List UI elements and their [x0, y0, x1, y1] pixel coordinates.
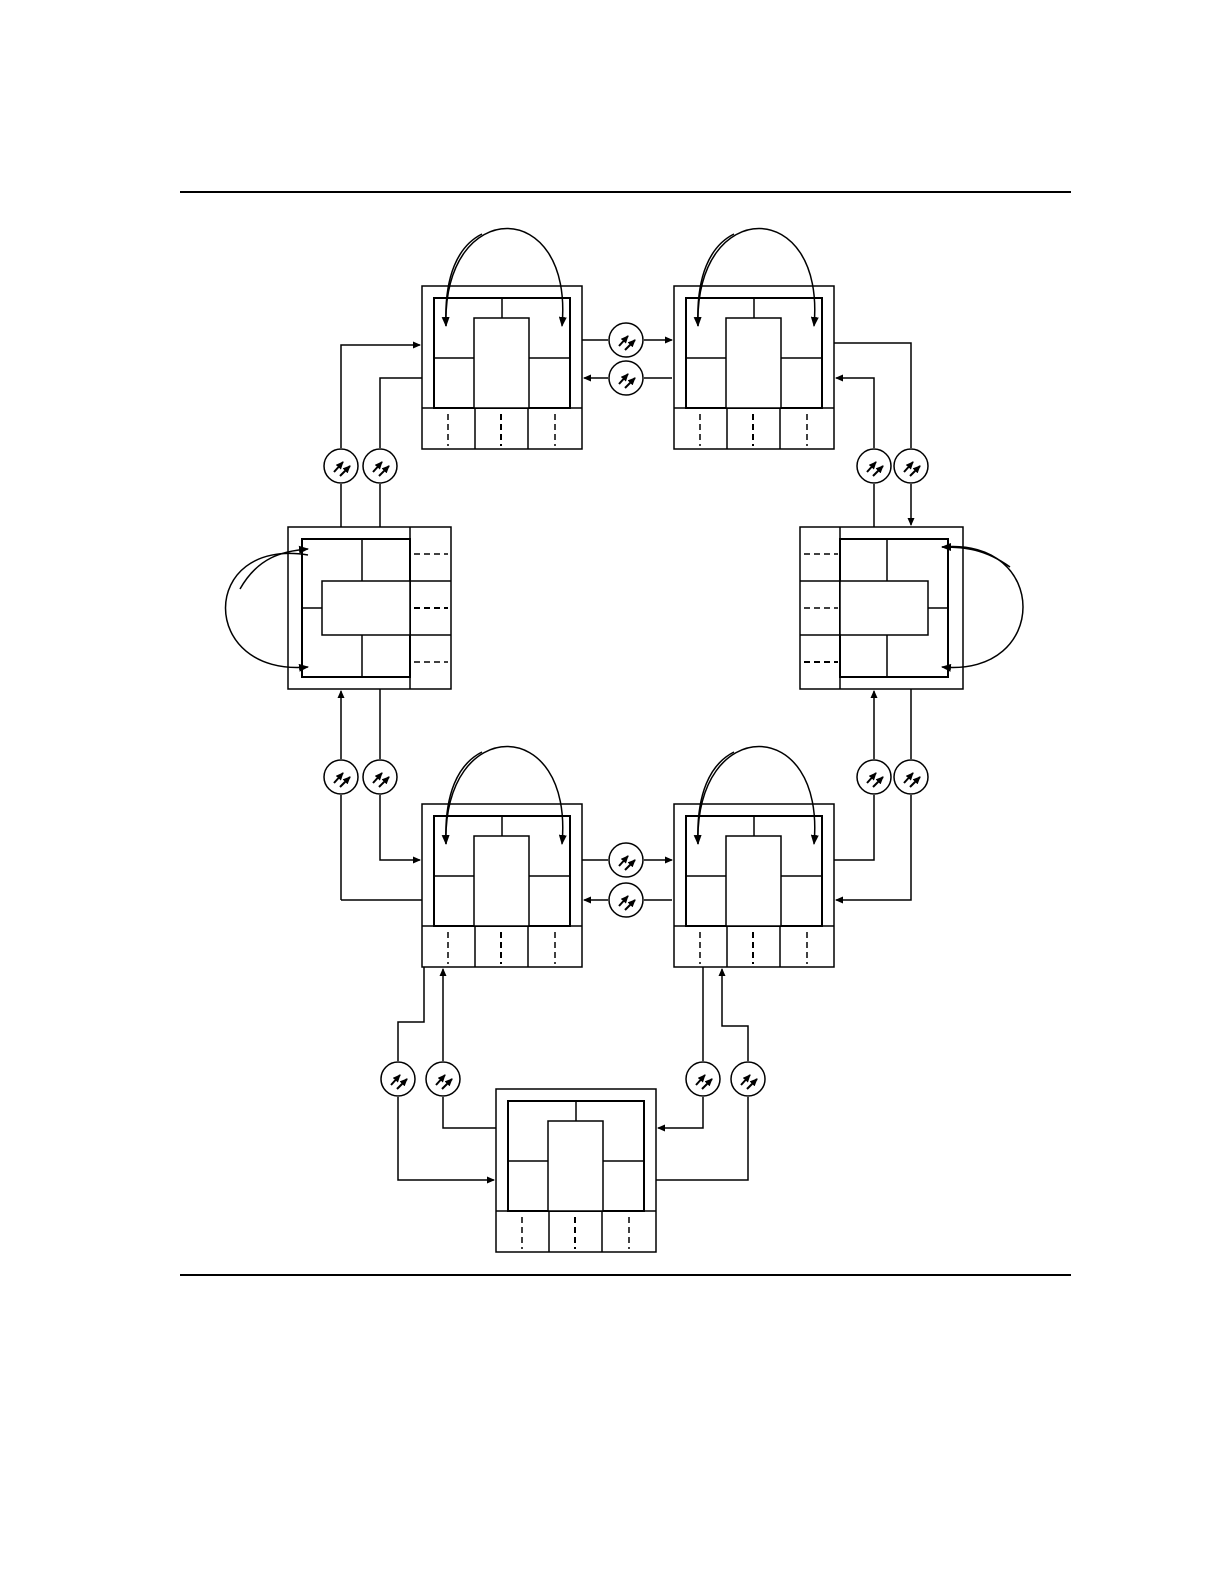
optical-amplifier-icon [381, 1062, 415, 1096]
optical-amplifier-icon [857, 760, 891, 794]
node-lower-left [422, 747, 582, 968]
links-layer [341, 340, 911, 1180]
node-middle-right [800, 527, 1023, 689]
optical-amplifier-icon [894, 760, 928, 794]
optical-amplifier-icon [363, 760, 397, 794]
optical-amplifier-icon [731, 1062, 765, 1096]
amplifiers-layer [324, 323, 928, 1096]
node-top-right [674, 229, 834, 450]
optical-amplifier-icon [324, 449, 358, 483]
optical-amplifier-icon [426, 1062, 460, 1096]
node-middle-left [226, 527, 452, 689]
optical-amplifier-icon [609, 323, 643, 357]
node-bottom [496, 1089, 656, 1252]
optical-amplifier-icon [894, 449, 928, 483]
optical-amplifier-icon [609, 361, 643, 395]
optical-amplifier-icon [609, 843, 643, 877]
optical-amplifier-icon [857, 449, 891, 483]
link-right-upper-down [834, 343, 911, 525]
link-bottom-right-down [658, 967, 703, 1128]
optical-amplifier-icon [609, 883, 643, 917]
optical-amplifier-icon [686, 1062, 720, 1096]
optical-amplifier-icon [324, 760, 358, 794]
link-bottom-left-up [443, 969, 496, 1128]
node-top-left [422, 229, 582, 450]
optical-amplifier-icon [363, 449, 397, 483]
node-lower-right [674, 747, 834, 968]
